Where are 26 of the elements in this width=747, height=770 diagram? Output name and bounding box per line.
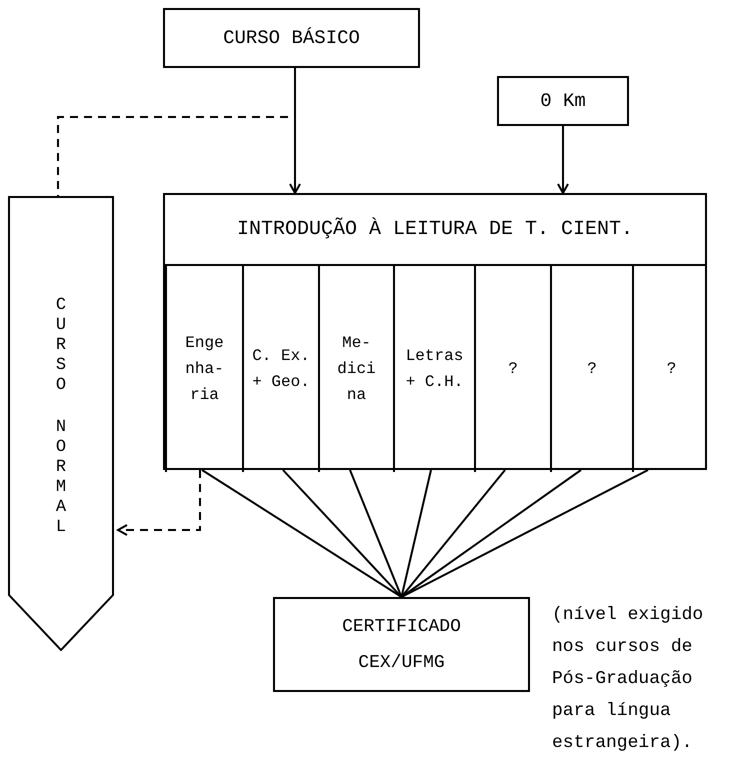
label-box xyxy=(497,76,629,126)
side-note: (nível exigido nos cursos de Pós-Graduação para língua estrangeira). xyxy=(552,604,704,755)
column-label: ? xyxy=(587,359,597,380)
course-frame xyxy=(163,193,707,470)
connector xyxy=(401,469,648,598)
column-label: Me- dici na xyxy=(336,333,377,406)
connector xyxy=(400,469,582,598)
vertical-label: CURSO NORMAL xyxy=(54,296,68,538)
header-text: INTRODUÇÃO À LEITURA DE T. CIENT. xyxy=(236,216,634,242)
connector xyxy=(400,469,506,598)
label-box xyxy=(273,597,530,692)
connector xyxy=(400,470,432,598)
dashed-connector xyxy=(57,68,296,196)
column-label: ? xyxy=(666,359,676,380)
column-label: Letras + C.H. xyxy=(404,346,464,393)
connector xyxy=(201,469,402,598)
connector xyxy=(557,126,569,194)
box-label: CURSO BÁSICO xyxy=(223,26,360,51)
label-box xyxy=(163,8,420,68)
column-label: Enge nha- ria xyxy=(184,333,225,406)
dashed-connector xyxy=(117,470,201,536)
connector xyxy=(349,470,402,598)
column-label: C. Ex. + Geo. xyxy=(251,346,311,393)
column-label: ? xyxy=(508,359,518,380)
box-label: CERTIFICADO CEX/UFMG xyxy=(341,616,462,674)
box-label: 0 Km xyxy=(540,88,586,114)
